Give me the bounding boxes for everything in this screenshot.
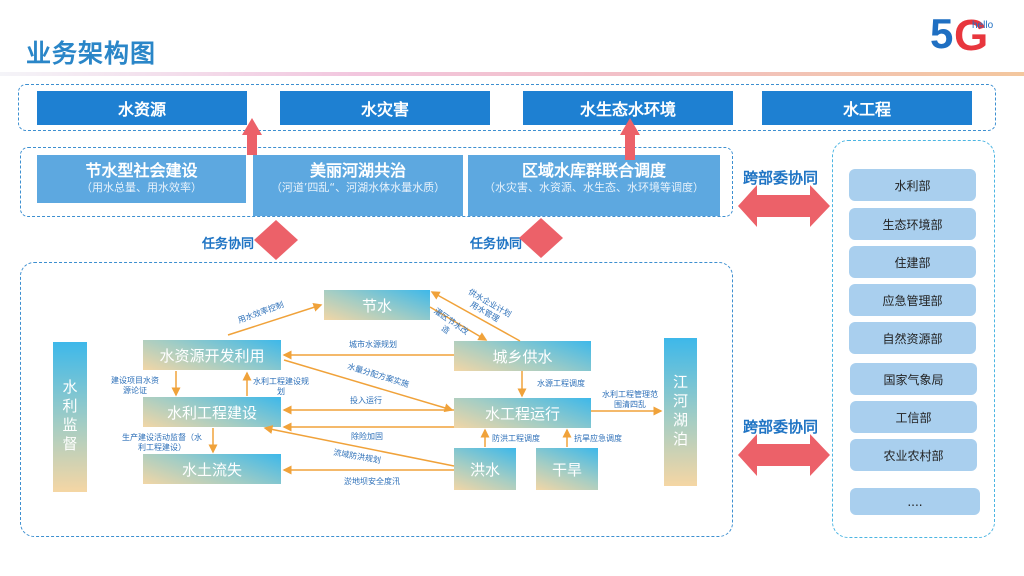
- logo-hello: hello: [972, 20, 994, 31]
- edge-label-dam-safety: 淤地坝安全度汛: [344, 477, 400, 486]
- edge-label-production-supervision: 生产建设活动监督（水利工程建设）: [122, 433, 202, 452]
- node-project-construction[interactable]: 水利工程建设: [143, 397, 281, 427]
- task-coordination-label-right: 任务协同: [470, 237, 523, 252]
- edge-label-drought-dispatch: 抗旱应急调度: [574, 434, 622, 443]
- scenario-reservoir-dispatch[interactable]: 区域水库群联合调度 （水灾害、水资源、水生态、水环境等调度）: [468, 155, 720, 216]
- dept-meteorological[interactable]: 国家气象局: [850, 363, 977, 395]
- dept-natural-resources[interactable]: 自然资源部: [849, 322, 976, 354]
- node-save-water[interactable]: 节水: [324, 290, 430, 320]
- node-flood[interactable]: 洪水: [454, 448, 516, 490]
- node-drought[interactable]: 干旱: [536, 448, 598, 490]
- scenario-water-saving-society[interactable]: 节水型社会建设 （用水总量、用水效率）: [37, 155, 246, 203]
- page-title: 业务架构图: [26, 39, 157, 68]
- cross-department-label-bottom: 跨部委协同: [743, 418, 819, 436]
- scenario-subtitle: （用水总量、用水效率）: [81, 181, 202, 194]
- dept-emergency-management[interactable]: 应急管理部: [849, 284, 976, 316]
- task-coordination-label-left: 任务协同: [202, 237, 255, 252]
- task-diamond-right: [519, 218, 563, 258]
- departments-container: [832, 140, 995, 538]
- logo-5g-hello: 5 G hello: [928, 6, 998, 60]
- edge-label-management-scope: 水利工程管理范围清四乱: [602, 390, 658, 409]
- node-resource-development[interactable]: 水资源开发利用: [143, 340, 281, 370]
- node-project-operation[interactable]: 水工程运行: [454, 398, 591, 428]
- title-underline: [0, 72, 1024, 76]
- dept-housing-construction[interactable]: 住建部: [849, 246, 976, 278]
- logo-g: G: [954, 11, 988, 54]
- task-diamond-left: [254, 220, 298, 260]
- domain-row-container: [18, 84, 996, 131]
- cross-arrow-top: [738, 185, 830, 227]
- scenario-title: 节水型社会建设: [85, 161, 198, 180]
- logo-5: 5: [930, 10, 953, 54]
- domain-water-resources[interactable]: 水资源: [37, 91, 247, 125]
- business-flow-container: [20, 262, 733, 537]
- edge-label-source-dispatch: 水源工程调度: [537, 379, 585, 388]
- edge-label-project-planning: 水利工程建设规划: [253, 377, 309, 396]
- node-soil-erosion[interactable]: 水土流失: [143, 454, 281, 484]
- scenario-title: 区域水库群联合调度: [521, 161, 666, 180]
- cross-department-label-top: 跨部委协同: [743, 169, 819, 187]
- dept-industry-it[interactable]: 工信部: [850, 401, 977, 433]
- dept-ecology-environment[interactable]: 生态环境部: [849, 208, 976, 240]
- domain-water-engineering[interactable]: 水工程: [762, 91, 972, 125]
- edge-label-flood-dispatch: 防洪工程调度: [492, 434, 540, 443]
- edge-label-risk-reinforcement: 除险加固: [351, 432, 383, 441]
- scenario-subtitle: （水灾害、水资源、水生态、水环境等调度）: [484, 181, 704, 194]
- scenario-subtitle: （河道’四乱“、河湖水体水量水质）: [270, 181, 446, 194]
- node-rivers-lakes[interactable]: 江河湖泊: [664, 338, 697, 486]
- dept-water-resources-ministry[interactable]: 水利部: [849, 169, 976, 201]
- scenario-title: 美丽河湖共治: [309, 161, 406, 180]
- node-water-supervision[interactable]: 水利监督: [53, 342, 87, 492]
- node-urban-rural-supply[interactable]: 城乡供水: [454, 341, 591, 371]
- scenario-row-container: [20, 147, 733, 217]
- edge-label-project-demo: 建设项目水资源论证: [111, 376, 159, 395]
- edge-label-urban-source: 城市水源规划: [349, 340, 397, 349]
- dept-more[interactable]: ....: [850, 488, 980, 515]
- domain-water-ecology[interactable]: 水生态水环境: [523, 91, 733, 125]
- edge-label-put-into-operation: 投入运行: [350, 396, 382, 405]
- domain-water-disaster[interactable]: 水灾害: [280, 91, 490, 125]
- dept-agriculture-rural[interactable]: 农业农村部: [850, 439, 977, 471]
- scenario-beautiful-rivers[interactable]: 美丽河湖共治 （河道’四乱“、河湖水体水量水质）: [253, 155, 463, 216]
- cross-arrow-bottom: [738, 434, 830, 476]
